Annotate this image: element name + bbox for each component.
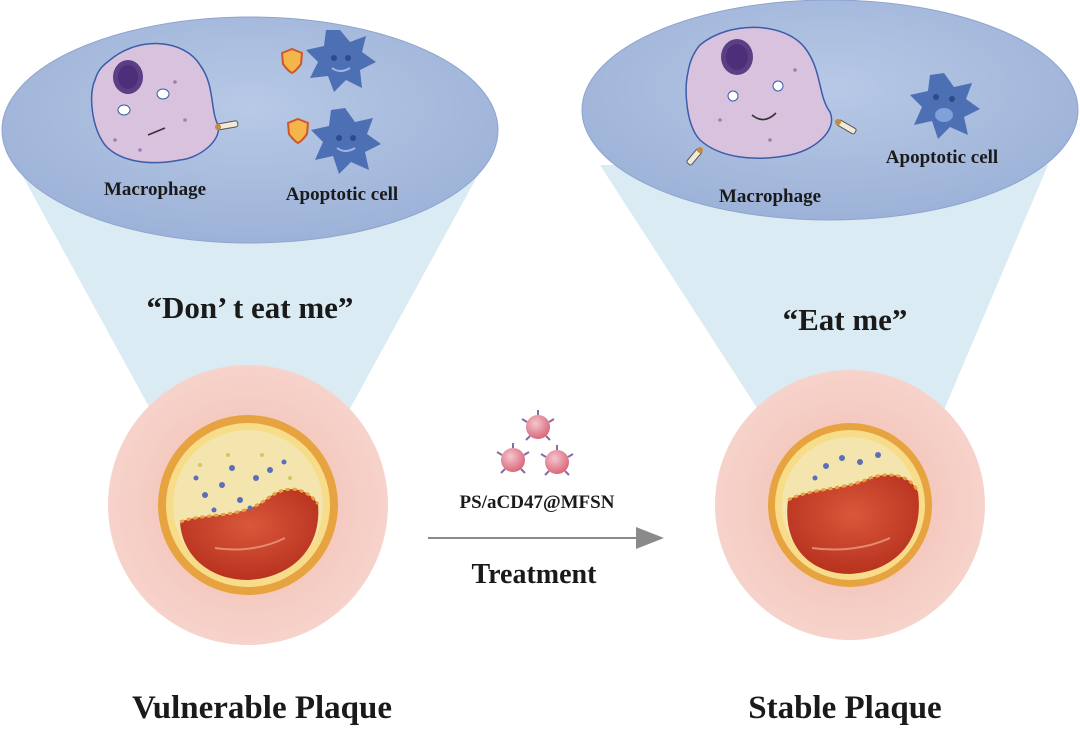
- shield-icon: [286, 117, 310, 145]
- right-apoptotic-cell: [910, 73, 980, 139]
- left-apoptotic-label: Apoptotic cell: [286, 184, 398, 205]
- receptor-icon: [215, 120, 239, 131]
- right-vessel: [715, 370, 985, 640]
- left-plaque-cells: [193, 459, 287, 513]
- left-lumen: [180, 489, 319, 580]
- left-vessel: [108, 365, 388, 645]
- left-apoptotic-cell-bottom: [311, 108, 381, 174]
- nanoparticle-icon: [496, 410, 574, 476]
- right-panel: Macrophage Apoptotic cell “Eat me” Stabl…: [581, 0, 1079, 726]
- treatment-section: PS/aCD47@MFSN Treatment: [428, 410, 664, 590]
- treatment-label: Treatment: [472, 559, 598, 590]
- left-signal-text: “Don’ t eat me”: [147, 290, 354, 325]
- receptor-icon: [686, 147, 703, 166]
- treatment-arrow: [428, 527, 664, 549]
- left-panel: Macrophage Apoptotic cell “Don’ t eat me…: [1, 16, 499, 726]
- right-plaque-label: Stable Plaque: [748, 690, 941, 726]
- left-macrophage-label: Macrophage: [104, 179, 206, 200]
- right-zoom-ellipse: [581, 0, 1079, 221]
- left-zoom-beam: [22, 175, 478, 500]
- left-apoptotic-cell-top: [306, 30, 376, 92]
- shield-icon: [280, 47, 304, 75]
- right-signal-text: “Eat me”: [783, 302, 908, 337]
- right-plaque-cells: [812, 452, 881, 481]
- nanoparticle-label: PS/aCD47@MFSN: [460, 492, 615, 513]
- right-macrophage-label: Macrophage: [719, 186, 821, 207]
- right-apoptotic-label: Apoptotic cell: [886, 147, 998, 168]
- left-plaque-label: Vulnerable Plaque: [132, 690, 392, 726]
- receptor-icon: [835, 119, 857, 135]
- left-macrophage: [90, 42, 239, 164]
- right-macrophage: [685, 26, 857, 166]
- left-zoom-ellipse: [1, 16, 499, 244]
